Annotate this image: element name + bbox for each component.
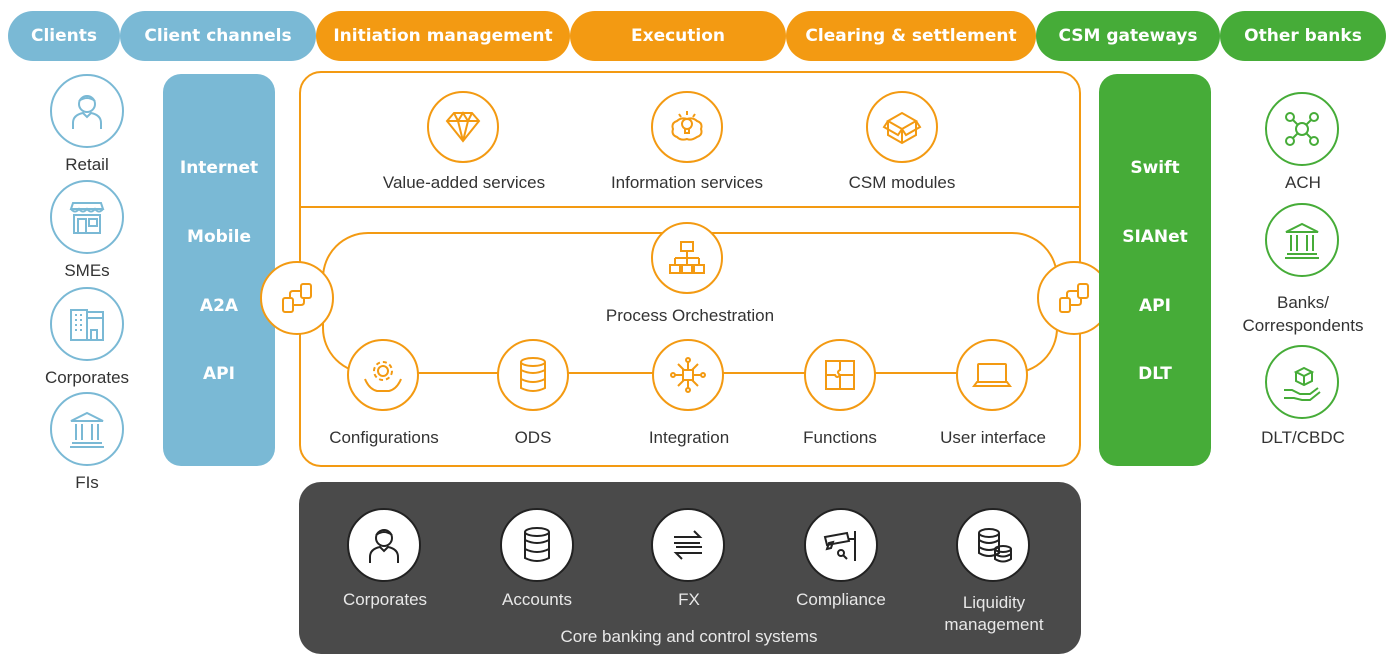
- client-channels-panel: [163, 74, 275, 466]
- header-other-banks: Other banks: [1220, 11, 1386, 61]
- gateway-swift: Swift: [1130, 158, 1180, 178]
- header-initiation-label: Initiation management: [333, 26, 553, 46]
- platform-divider: [300, 206, 1080, 208]
- header-clients-label: Clients: [30, 26, 97, 46]
- gateway-sianet: SIANet: [1122, 227, 1188, 247]
- dlt-cbdc-label: DLT/CBDC: [1261, 428, 1345, 447]
- header-client-channels-label: Client channels: [144, 26, 292, 46]
- value-added-services-label: Value-added services: [382, 173, 546, 192]
- liquidity-coins-icon: [956, 508, 1030, 582]
- core-accounts-label: Accounts: [502, 590, 572, 609]
- retail-person-icon: [50, 74, 124, 148]
- gear-hands-icon: [347, 339, 419, 411]
- core-liquidity-label-line2: management: [944, 615, 1044, 634]
- header-clearing-settlement: Clearing & settlement: [786, 11, 1036, 61]
- box-icon: [866, 91, 938, 163]
- configurations-label: Configurations: [329, 428, 439, 447]
- core-corporates-label: Corporates: [342, 590, 428, 609]
- csm-modules-label: CSM modules: [848, 173, 956, 192]
- core-accounts-database-icon: [500, 508, 574, 582]
- integration-label: Integration: [648, 428, 730, 447]
- database-icon: [497, 339, 569, 411]
- ods-label: ODS: [514, 428, 552, 447]
- cbdc-hand-box-icon: [1265, 345, 1339, 419]
- user-interface-label: User interface: [940, 428, 1046, 447]
- client-smes-label: SMEs: [64, 261, 110, 280]
- header-other-banks-label: Other banks: [1244, 26, 1362, 46]
- corporates-building-icon: [50, 287, 124, 361]
- right-connector-icon: [1037, 261, 1111, 335]
- core-fx-label: FX: [678, 590, 700, 609]
- functions-label: Functions: [803, 428, 877, 447]
- header-initiation-management: Initiation management: [316, 11, 570, 61]
- csm-gateways-panel: [1099, 74, 1211, 466]
- fx-exchange-arrows-icon: [651, 508, 725, 582]
- channel-mobile: Mobile: [187, 227, 251, 247]
- header-csm-gateways: CSM gateways: [1036, 11, 1220, 61]
- header-execution-label: Execution: [630, 26, 726, 46]
- channel-api: API: [203, 364, 235, 384]
- smes-shop-icon: [50, 180, 124, 254]
- header-csm-gateways-label: CSM gateways: [1058, 26, 1198, 46]
- banks-label-line2: Correspondents: [1242, 316, 1364, 335]
- channel-a2a: A2A: [199, 296, 239, 316]
- core-banking-footer-label: Core banking and control systems: [560, 627, 818, 646]
- circuit-chip-icon: [652, 339, 724, 411]
- brain-lightbulb-icon: [651, 91, 723, 163]
- compliance-camera-icon: [804, 508, 878, 582]
- gateway-dlt: DLT: [1138, 364, 1172, 384]
- header-clearing-label: Clearing & settlement: [805, 26, 1017, 46]
- header-client-channels: Client channels: [120, 11, 316, 61]
- gateway-api: API: [1139, 296, 1171, 316]
- fis-bank-icon: [50, 392, 124, 466]
- left-connector-icon: [260, 261, 334, 335]
- ach-label: ACH: [1285, 173, 1321, 192]
- client-corporates-label: Corporates: [44, 368, 130, 387]
- process-orchestration-label: Process Orchestration: [605, 306, 775, 325]
- header-clients: Clients: [8, 11, 120, 61]
- laptop-icon: [956, 339, 1028, 411]
- banks-label-line1: Banks/: [1277, 293, 1329, 312]
- client-retail-label: Retail: [65, 155, 109, 174]
- information-services-label: Information services: [610, 173, 764, 192]
- channel-internet: Internet: [179, 158, 259, 178]
- core-compliance-label: Compliance: [796, 590, 886, 609]
- diamond-icon: [427, 91, 499, 163]
- org-chart-icon: [651, 222, 723, 294]
- banks-icon: [1265, 203, 1339, 277]
- core-corporates-person-icon: [347, 508, 421, 582]
- ach-network-icon: [1265, 92, 1339, 166]
- client-fis-label: FIs: [75, 473, 99, 492]
- puzzle-icon: [804, 339, 876, 411]
- core-liquidity-label-line1: Liquidity: [962, 593, 1026, 612]
- header-execution: Execution: [570, 11, 786, 61]
